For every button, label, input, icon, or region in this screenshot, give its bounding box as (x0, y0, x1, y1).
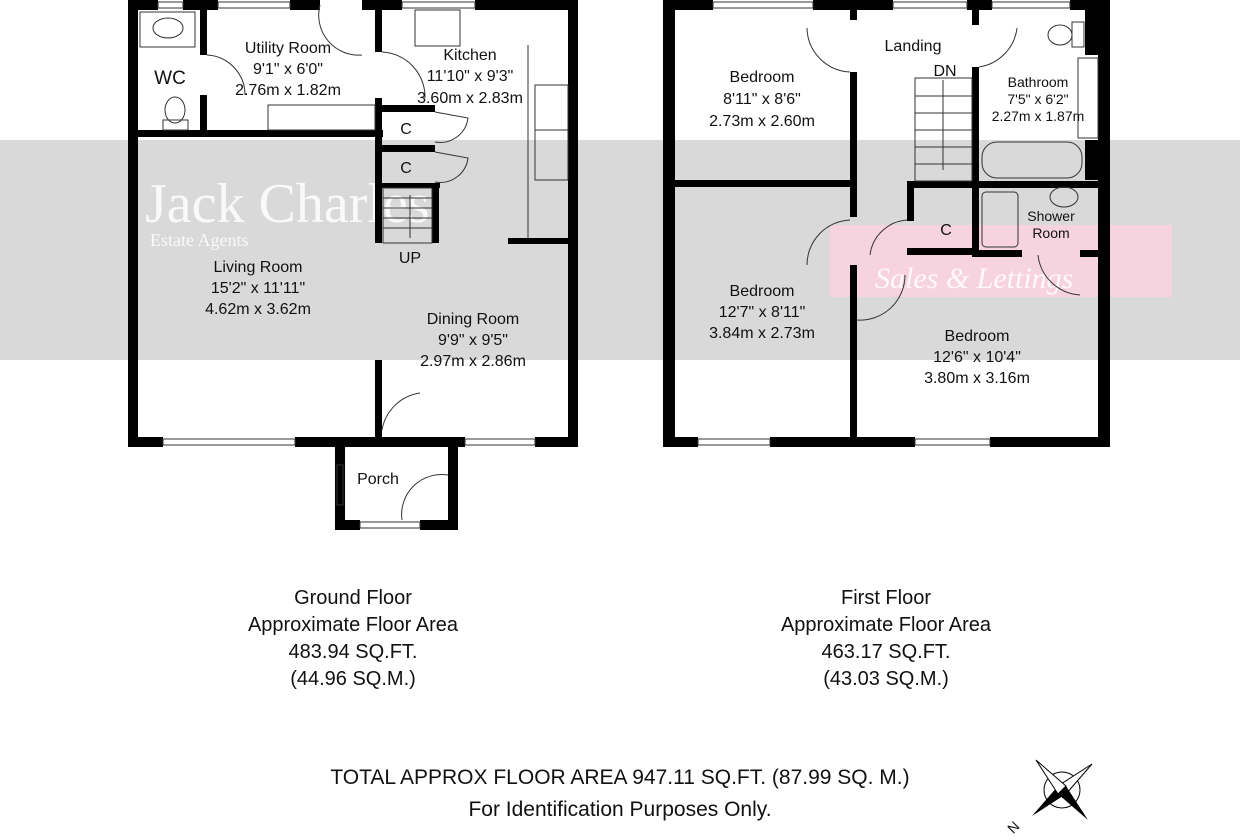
room-dim-metric: 2.76m x 1.82m (235, 82, 341, 99)
room-label-porch: Porch (357, 471, 399, 488)
stairs-up-label: UP (399, 250, 421, 267)
caption-sqm: (43.03 SQ.M.) (823, 668, 949, 690)
room-dim-imperial: 8'11" x 8'6" (723, 91, 801, 108)
room-dim-imperial: 9'1" x 6'0" (253, 61, 323, 78)
cupboard-label: C (400, 160, 412, 177)
watermark-brand: Jack Charles (145, 173, 430, 235)
ground-floor-walls (128, 0, 578, 530)
cupboard-label: C (400, 121, 412, 138)
room-label-shower: Shower (1027, 208, 1075, 224)
room-dim-imperial: 12'7" x 8'11" (719, 304, 806, 321)
room-dim-imperial: 7'5" x 6'2" (1007, 91, 1068, 107)
room-label-utility: Utility Room (245, 40, 331, 57)
caption-subtitle: Approximate Floor Area (780, 614, 992, 636)
watermark-sub: Sales & Lettings (875, 262, 1073, 295)
room-dim-metric: 2.97m x 2.86m (420, 353, 526, 370)
caption-sqft: 483.94 SQ.FT. (288, 641, 418, 663)
room-label-bathroom: Bathroom (1008, 74, 1069, 90)
caption-subtitle: Approximate Floor Area (247, 614, 459, 636)
room-dim-imperial: 11'10" x 9'3" (427, 68, 514, 85)
room-label-landing: Landing (885, 38, 942, 55)
first-floor-fixtures (697, 1, 1099, 446)
room-label-wc: WC (154, 68, 186, 89)
watermark-tagline: Estate Agents (150, 230, 248, 250)
room-label-bedroom: Bedroom (730, 69, 795, 86)
room-dim-metric: 3.60m x 2.83m (417, 90, 523, 107)
room-label-living: Living Room (214, 259, 303, 276)
watermark-pink-box (830, 225, 1172, 297)
ground-floor-caption: Ground Floor Approximate Floor Area 483.… (203, 585, 503, 693)
caption-title: Ground Floor (294, 587, 412, 609)
room-label-bedroom: Bedroom (945, 328, 1010, 345)
room-dim-metric: 2.73m x 2.60m (709, 113, 815, 130)
room-dim-imperial: 12'6" x 10'4" (933, 349, 1021, 366)
footer: TOTAL APPROX FLOOR AREA 947.11 SQ.FT. (8… (220, 762, 1020, 826)
total-floor-area: TOTAL APPROX FLOOR AREA 947.11 SQ.FT. (8… (330, 766, 910, 789)
room-label-dining: Dining Room (427, 311, 519, 328)
caption-sqm: (44.96 SQ.M.) (290, 668, 416, 690)
room-label-bedroom: Bedroom (730, 283, 795, 300)
stairs-down-label: DN (933, 63, 956, 80)
room-dim-imperial: 9'9" x 9'5" (438, 332, 508, 349)
ground-floor-fixtures (139, 1, 569, 529)
identification-note: For Identification Purposes Only. (468, 798, 772, 821)
room-label-kitchen: Kitchen (443, 47, 496, 64)
room-dim-imperial: 15'2" x 11'11" (211, 280, 305, 297)
room-label-shower: Room (1032, 225, 1069, 241)
cupboard-label: C (940, 222, 952, 239)
room-dim-metric: 3.84m x 2.73m (709, 325, 815, 342)
room-dim-metric: 3.80m x 3.16m (924, 370, 1030, 387)
caption-sqft: 463.17 SQ.FT. (821, 641, 951, 663)
first-floor-caption: First Floor Approximate Floor Area 463.1… (736, 585, 1036, 693)
room-dim-metric: 2.27m x 1.87m (992, 108, 1085, 124)
first-floor-walls (663, 0, 1110, 447)
caption-title: First Floor (841, 587, 931, 609)
room-dim-metric: 4.62m x 3.62m (205, 301, 311, 318)
